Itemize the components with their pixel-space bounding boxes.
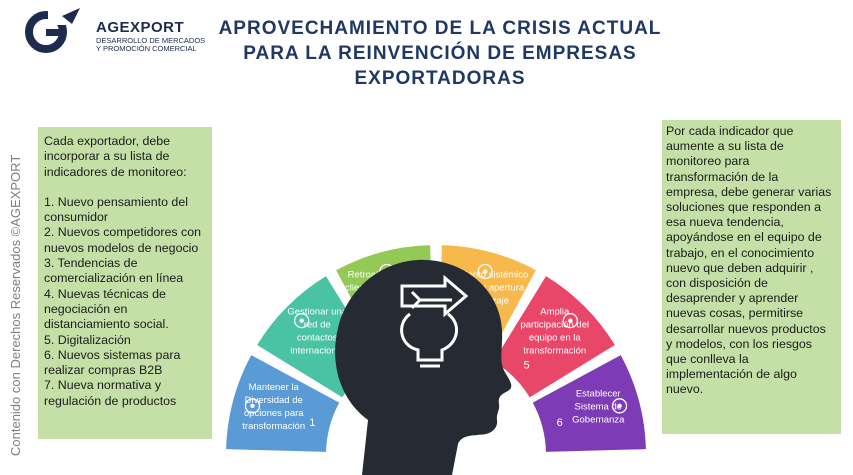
segment-label-line: transformación	[242, 421, 305, 432]
head-silhouette-icon	[335, 259, 512, 475]
segment-number: 1	[309, 417, 315, 429]
segment-label-line: Mantener la	[249, 382, 300, 393]
flowchart-icon	[477, 263, 493, 280]
agexport-logo: AGEXPORT DESARROLLO DE MERCADOS Y PROMOC…	[22, 8, 212, 54]
segment-label-line: participación del	[520, 320, 589, 331]
indicator-item: 5. Digitalización	[44, 332, 131, 347]
gear-bulb-icon	[244, 398, 261, 414]
title-line: APROVECHAMIENTO DE LA CRISIS ACTUAL	[218, 18, 662, 39]
segment-label-line: transformación	[523, 346, 586, 357]
right-info-box: Por cada indicador que aumente a su list…	[662, 120, 841, 434]
title-line: PARA LA REINVENCIÓN DE EMPRESAS	[243, 43, 637, 64]
segment-label-line: internacional	[290, 346, 344, 357]
segment-1: Mantener la Diversidad de opciones para tra…	[226, 355, 340, 452]
logo-subtitle: DESARROLLO DE MERCADOS Y PROMOCIÓN COMER…	[96, 36, 206, 53]
segment-shape	[226, 355, 340, 452]
left-info-box: Cada exportador, debe incorporar a su li…	[38, 127, 212, 439]
segment-number: 5	[523, 359, 529, 371]
segment-shape	[532, 355, 646, 452]
segment-shape	[493, 276, 615, 398]
segment-label-line: contactos	[297, 333, 338, 344]
segment-number: 6	[557, 417, 563, 429]
segment-label-line: equipo en la	[529, 333, 581, 344]
segment-label-line: red de	[304, 320, 331, 331]
segment-label-line: opciones para	[244, 408, 304, 419]
team-board-icon	[562, 312, 579, 329]
segment-5: Amplia participación del equipo en la trans…	[493, 276, 615, 398]
segment-label-line: Gestionar una	[287, 307, 347, 318]
segment-label-line: Diversidad de	[245, 395, 303, 406]
title-line: EXPORTADORAS	[354, 68, 526, 89]
logo-name: AGEXPORT	[96, 19, 185, 36]
page-title: APROVECHAMIENTO DE LA CRISIS ACTUAL PARA…	[210, 16, 670, 91]
segment-label-line: Establecer	[576, 389, 621, 400]
segment-label-line: Sistema de	[575, 402, 623, 413]
segment-label-line: Gobernanza	[572, 415, 625, 426]
segment-label-line: Amplia	[540, 307, 570, 318]
network-icon	[293, 312, 310, 329]
hierarchy-icon	[611, 398, 628, 414]
left-intro: Cada exportador, debe incorporar a su li…	[44, 134, 187, 179]
segment-label-line: Pensamiento sistémico	[431, 270, 529, 281]
agexport-logo-mark	[25, 8, 80, 53]
